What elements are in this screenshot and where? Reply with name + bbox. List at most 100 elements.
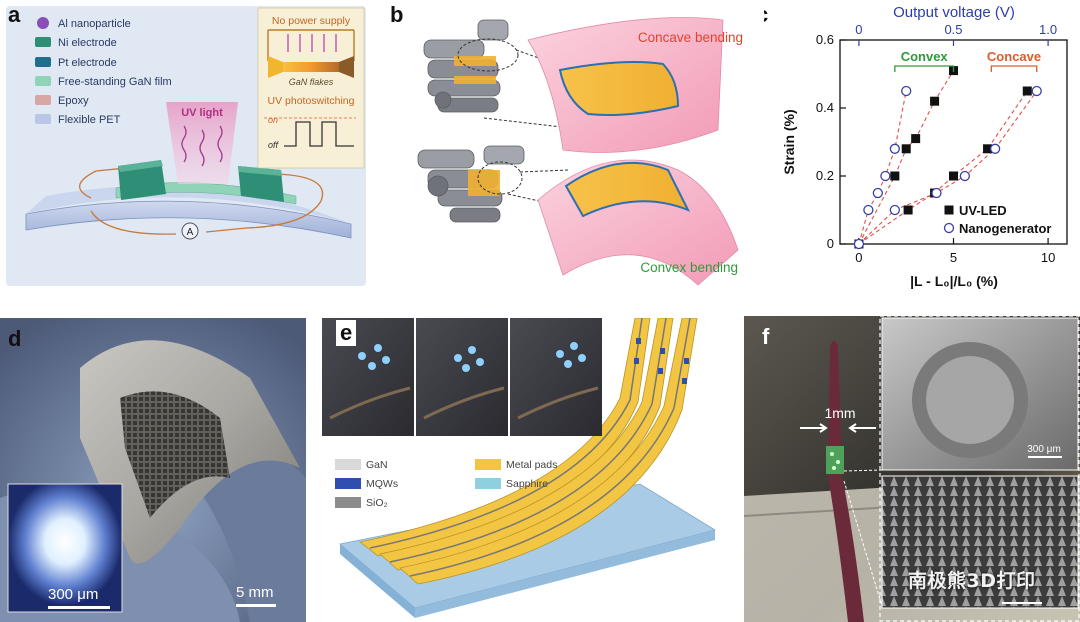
- gan-flakes-bar: [268, 56, 283, 78]
- nanogenerator-point: [1031, 85, 1042, 97]
- uv-led-point: [930, 96, 940, 106]
- fiber: [828, 341, 864, 622]
- sem-scale-label: 300 μm: [1027, 444, 1061, 455]
- panel-e-illustration: [322, 318, 717, 618]
- panel-a-legend: Al nanoparticle Ni electrode Pt electrod…: [35, 17, 172, 126]
- top-xlabel: Output voltage (V): [893, 4, 1015, 21]
- svg-text:Al nanoparticle: Al nanoparticle: [58, 18, 131, 30]
- nanogenerator-point: [863, 204, 874, 216]
- y-tick-label: 0.2: [816, 168, 834, 183]
- fit-line: [858, 70, 954, 245]
- panel-d: 300 μm 5 mm d: [0, 318, 306, 622]
- fit-line: [858, 90, 907, 245]
- legend-swatch-uv-led: [944, 205, 954, 215]
- watermark: 南极熊3D打印: [908, 570, 1036, 592]
- led-on-fiber: [826, 446, 844, 474]
- legend-label: Nanogenerator: [959, 221, 1051, 236]
- uv-led-point: [949, 171, 958, 181]
- panel-e: e: [320, 318, 730, 622]
- svg-text:UV photoswitching: UV photoswitching: [268, 95, 355, 107]
- ammeter-icon: [181, 222, 199, 240]
- svg-text:No power supply: No power supply: [272, 15, 351, 27]
- panel-a-illustration: UV light A Al nanoparticle Ni electrode …: [25, 7, 365, 240]
- circuit-wire: [79, 165, 324, 235]
- sem-insets: [843, 316, 1080, 622]
- inset-scale-bar: [48, 606, 110, 609]
- y-tick-label: 0: [827, 236, 834, 251]
- panel-f-photo: 1mm 300 μm: [744, 316, 1080, 622]
- legend-swatch-nanogenerator: [943, 222, 955, 234]
- pet-swatch: [35, 114, 51, 124]
- fit-line: [858, 90, 1028, 245]
- svg-text:GaN flakes: GaN flakes: [289, 77, 334, 87]
- scale-bar: [236, 604, 276, 607]
- legend-label: UV-LED: [959, 203, 1007, 218]
- panel-d-photo: [0, 318, 306, 622]
- nanogenerator-point: [989, 143, 1001, 154]
- nanogenerator-point: [880, 170, 891, 182]
- dimension-label: 1mm: [824, 405, 855, 421]
- led-strips: [359, 318, 698, 585]
- strain-chart: Output voltage (V) |L - L₀|/L₀ (%) Strai…: [781, 4, 1068, 289]
- nanogenerator-point: [872, 187, 883, 199]
- switching-inset: No power supply GaN flakes UV photoswitc…: [257, 7, 365, 169]
- panel-label-e: e: [336, 320, 357, 346]
- y-tick-label: 0.4: [816, 100, 834, 115]
- led-photos: [322, 318, 602, 436]
- nanogenerator-point: [959, 170, 971, 182]
- nanogenerator-point: [931, 187, 942, 199]
- mqws-swatch: [335, 478, 361, 489]
- uv-led-point: [901, 144, 911, 154]
- panel-b: Concave bending Convex bending b: [388, 0, 753, 290]
- panel-b-illustration: Concave bending Convex bending: [417, 17, 743, 286]
- switching-waveform: [284, 121, 354, 147]
- emission-inset: [7, 483, 123, 613]
- uv-led-point: [911, 134, 921, 144]
- panel-label-d: d: [8, 326, 22, 351]
- y-tick-label: 0.6: [816, 32, 834, 47]
- ylabel: Strain (%): [781, 109, 797, 174]
- top-x-tick-label: 1.0: [1039, 22, 1057, 37]
- chart-legend: UV-LED Nanogenerator: [943, 203, 1051, 236]
- epoxy-swatch: [35, 95, 51, 105]
- device-convex: [564, 161, 691, 218]
- svg-text:Ni electrode: Ni electrode: [58, 37, 117, 49]
- gan-film-swatch: [35, 76, 51, 86]
- panel-c: Output voltage (V) |L - L₀|/L₀ (%) Strai…: [764, 0, 1080, 295]
- x-tick-label: 0: [855, 250, 862, 265]
- sapphire-swatch: [475, 478, 501, 489]
- x-tick-label: 10: [1041, 250, 1055, 265]
- panel-e-legend: GaN Metal pads MQWs Sapphire SiO₂: [335, 455, 625, 512]
- uv-led-point: [890, 171, 900, 181]
- group-label: Convex: [901, 49, 949, 64]
- ni-electrode-swatch: [35, 37, 51, 47]
- led-array: [120, 391, 230, 518]
- svg-text:A: A: [187, 227, 194, 238]
- svg-text:off: off: [268, 140, 280, 150]
- gan-swatch: [335, 459, 361, 470]
- concave-label: Concave bending: [638, 30, 743, 45]
- svg-text:Epoxy: Epoxy: [58, 95, 89, 107]
- nanogenerator-point: [853, 238, 865, 250]
- group-bracket: [990, 65, 1038, 72]
- panel-f: 1mm 300 μm 南极熊3D打印 f: [744, 316, 1080, 622]
- sio2-swatch: [335, 497, 361, 508]
- svg-text:Flexible PET: Flexible PET: [58, 114, 121, 126]
- sem-scale-bar-2: [1002, 602, 1042, 604]
- uv-led-point: [1022, 86, 1032, 96]
- nanogenerator-point: [889, 204, 901, 216]
- top-x-tick-label: 0: [855, 22, 862, 37]
- convex-label: Convex bending: [640, 260, 738, 275]
- svg-text:on: on: [268, 115, 278, 125]
- xlabel: |L - L₀|/L₀ (%): [910, 273, 998, 289]
- nanogenerator-point: [889, 143, 901, 154]
- group-bracket: [894, 65, 955, 72]
- pet-substrate: [25, 200, 352, 239]
- uv-light-label: UV light: [181, 107, 223, 119]
- group-label: Concave: [987, 49, 1041, 64]
- nanogenerator-point: [901, 85, 912, 97]
- inset-scale-label: 300 μm: [48, 586, 99, 603]
- right-arrow-icon: [848, 423, 876, 433]
- metal-pads-swatch: [475, 459, 501, 470]
- al-nanoparticle-swatch: [37, 17, 49, 29]
